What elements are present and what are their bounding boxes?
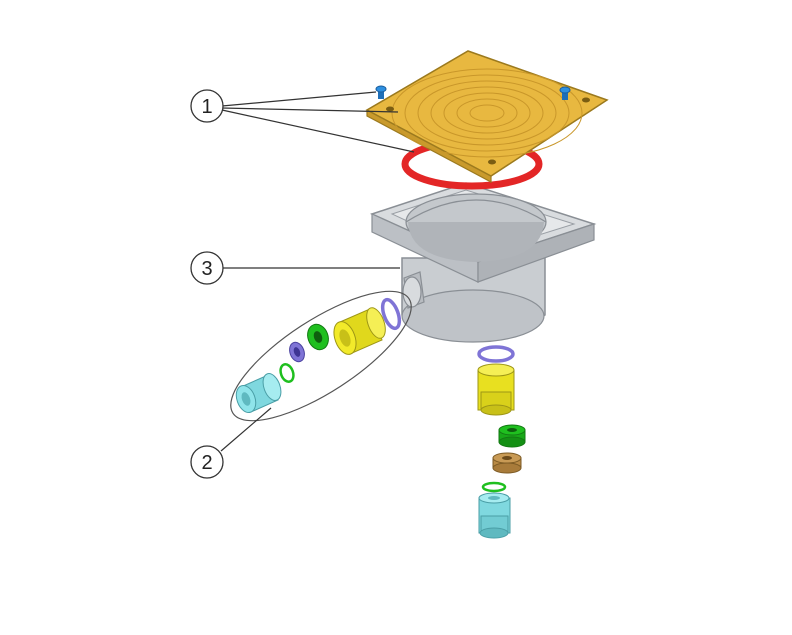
callout-1: 1 [190, 89, 224, 123]
purple-ring-side [380, 297, 402, 331]
cyan-adapter-bottom [478, 492, 511, 539]
cover-screw-hole [488, 159, 496, 165]
yellow-fitting-bottom [477, 363, 515, 416]
callout-3-label: 3 [201, 258, 212, 280]
leader-lines [220, 91, 415, 452]
leader-line-1a [221, 91, 377, 107]
cover-screw-hole [386, 106, 394, 112]
junction-box-body [369, 182, 597, 343]
callout-3: 3 [190, 251, 224, 285]
blue-screw-right [559, 86, 571, 100]
purple-washer-side [289, 341, 305, 363]
body-inner-wall [408, 222, 544, 262]
callout-2-label: 2 [201, 452, 212, 474]
leader-line-1c [221, 109, 415, 153]
green-ring-side [307, 323, 329, 351]
blue-screw-left [375, 85, 387, 99]
green-o-ring-bottom [481, 481, 507, 493]
leader-line-2 [220, 407, 272, 452]
group-outline-ellipse [230, 290, 412, 422]
purple-o-ring-bottom [477, 345, 515, 363]
body-flange-edge-right [477, 223, 595, 283]
green-ring-bottom [498, 424, 526, 448]
body-cylinder-bottom [401, 289, 545, 343]
bottom-fitting-stack [477, 345, 526, 539]
yellow-fitting-side [333, 307, 386, 355]
cover-plate-rings [391, 68, 583, 158]
leader-line-1b [221, 107, 399, 113]
side-fitting-set [230, 290, 412, 422]
cover-screw-hole [582, 97, 590, 103]
callout-2: 2 [190, 445, 224, 479]
callout-1-label: 1 [201, 96, 212, 118]
body-inner-rim [405, 199, 547, 223]
cyan-adapter-side [235, 373, 282, 414]
cover-plate [365, 50, 609, 183]
bronze-nut-bottom [492, 452, 522, 474]
green-o-ring-side [279, 363, 295, 383]
body-side-outlet-face [402, 276, 422, 308]
